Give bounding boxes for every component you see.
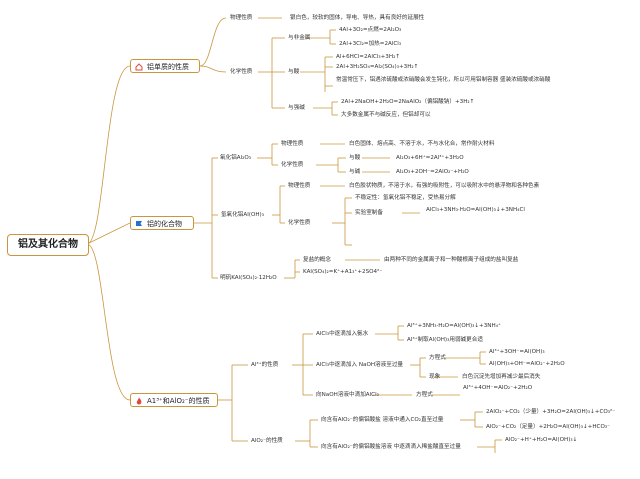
node-unstable: 不稳定性：氢氧化铝不稳定，受热易分解 [355,195,456,201]
node-experiment: 向含有AlO₂⁻的偏铝酸盐 溶液中通入CO₂直至过量 [321,417,444,423]
node-alo2-properties: AlO₂⁻的性质 [251,438,283,444]
node-equation: 方程式 [416,392,433,398]
node-experiment: AlCl₃中逐滴加入 NaOH溶液至过量 [316,362,404,368]
node-reaction: AlCl₃+3NH₃·H₂O=Al(OH)₃↓+3NH₄Cl [426,207,525,213]
branch-aluminum-compounds: 铝的化合物 [130,216,194,230]
node-reaction: Al³⁺+3NH₃·H₂O=Al(OH)₃↓+3NH₄⁺ [407,323,501,329]
root-node: 铝及其化合物 [7,234,89,256]
node-double-salt-desc: 由两种不同的金属离子和一种酸根离子组成的盐叫复盐 [384,257,519,263]
node-aloh3: 氢氧化铝Al(OH)₃ [221,212,264,218]
node-equation: 方程式 [429,355,446,361]
connector [199,65,227,73]
node-reaction: Al(OH)₃+OH⁻=AlO₂⁻+2H₂O [489,361,565,367]
node-strong-base: 与强碱 [288,105,305,111]
node-alum: 明矾KAl(SO₄)₂·12H₂O [220,275,277,281]
branch-aluminum-element: 铝单质的性质 [130,59,200,73]
branch-ion-properties: A1³⁺和AlO₂⁻的性质 [130,393,218,407]
node-acid: 与酸 [349,155,361,161]
branch-label: A1³⁺和AlO₂⁻的性质 [147,397,210,405]
branch-label: 铝的化合物 [147,220,182,228]
connector [86,243,131,401]
connector [199,17,227,67]
node-reaction: AlO₂⁻+CO₂（足量）+2H₂O=Al(OH)₃↓+HCO₃⁻ [486,424,611,430]
node-note: 大多数金属不与碱反应，但铝却可以 [341,112,431,118]
node-physical: 物理性质 [230,15,253,21]
node-reaction: Al³⁺+3OH⁻=Al(OH)₃ [489,349,545,355]
node-physical-desc: 银白色，较软的固体，导电、导热，具有良好的延展性 [290,15,425,21]
flag-icon [136,221,142,226]
flame-icon [136,397,142,405]
node-experiment: 向NaOH溶液中滴加AlCl₃ [316,392,379,398]
node-chemical: 化学性质 [281,162,304,168]
node-acid: 与酸 [288,69,300,75]
node-equation: KAl(SO₄)₂=K⁺+A1₃⁺+2SO4²⁻ [303,269,383,275]
node-reaction: 2AlO₂⁻+CO₂（少量）+3H₂O=2Al(OH)₃↓+CO₃²⁻ [486,409,616,415]
node-reaction: Al₂O₃+6H⁺=2Al³⁺+3H₂O [396,155,464,161]
node-experiment: AlCl₃中逐滴加入氨水 [316,331,369,337]
node-double-salt: 复盐的概念 [303,257,331,263]
node-lab-prep: 实验室制备 [355,210,383,216]
connector [86,65,131,245]
node-reaction: 2Al+3H₂SO₄=Al₂(SO₄)₃+3H₂↑ [336,64,419,70]
node-physical: 物理性质 [288,183,311,189]
node-al2o3: 氧化铝Al₂O₃ [220,155,252,161]
node-reaction: Al³⁺+4OH⁻=AlO₂⁻+2H₂O [463,385,533,391]
node-reaction: AlO₂⁻+H⁺+H₂O=Al(OH)₃↓ [505,437,578,443]
node-experiment: 向含有AlO₂⁻的偏铝酸盐溶液 中逐滴滴入稀盐酸直至过量 [321,444,461,450]
node-note: 常温常压下，铝遇浓硫酸或浓硝酸会发生钝化，所以可用铝制容器 盛装浓硫酸或浓硝酸 [336,77,551,83]
node-base: 与碱 [349,169,361,175]
node-reaction: 2Al+2NaOH+2H₂O=2NaAlO₂（偏铝酸钠）+3H₂↑ [341,99,475,105]
node-physical: 物理性质 [281,141,304,147]
branch-label: 铝单质的性质 [147,63,189,71]
node-physical-desc: 白色固体、熔点高、不溶于水，不与水化合，常作耐火材料 [349,141,495,147]
node-phenomenon: 现象 [429,374,441,380]
node-reaction: Al₂O₃+2OH⁻=2AlO₂⁻+H₂O [396,169,469,175]
node-reaction: 2Al+3Cl₂=加热=2AlCl₃ [339,41,402,47]
node-chemical: 化学性质 [230,69,253,75]
node-nonmetal: 与非金属 [288,35,311,41]
node-physical-desc: 白色胶状物质，不溶于水，有强的吸附性，可以吸附水中的悬浮物和各种色素 [349,183,540,189]
node-reaction: 4Al+3O₂=点燃=2Al₂O₃ [339,27,402,33]
node-chemical: 化学性质 [288,220,311,226]
node-note: Al³⁺制取Al(OH)₃用弱碱更合适 [407,337,483,343]
connector [86,222,131,245]
node-phenomenon-desc: 白色沉淀先增加再减少最后消失 [462,374,541,380]
house-icon [135,63,143,71]
node-reaction: Al+6HCl=2AlCl₃+3H₂↑ [336,54,401,60]
node-al3-properties: Al³⁺的性质 [251,362,279,368]
